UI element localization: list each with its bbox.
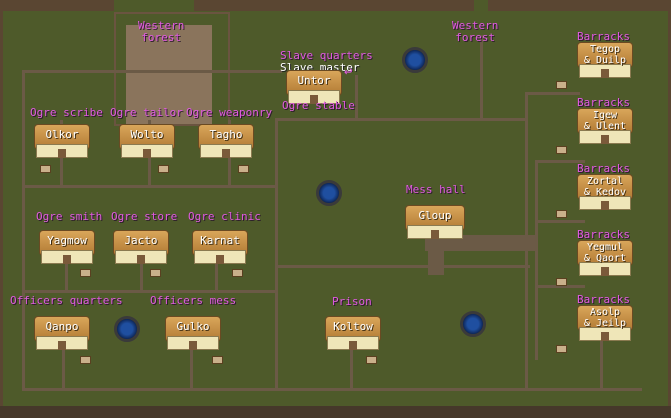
path	[355, 75, 358, 120]
gloup-name: Gloup	[418, 209, 452, 222]
path	[535, 220, 585, 223]
path	[190, 325, 193, 390]
sign-icon	[158, 165, 169, 173]
wolto-name: Wolto	[130, 128, 164, 141]
officers-quarters-label: Officers quarters	[10, 294, 123, 307]
sign-icon	[556, 278, 567, 286]
sign-icon	[212, 356, 223, 364]
sign-icon	[150, 269, 161, 277]
tagho-name: Tagho	[209, 128, 243, 141]
ogre-tailor-hut[interactable]: Wolto	[119, 124, 175, 158]
untor-name: Untor	[297, 74, 331, 87]
sign-icon	[238, 165, 249, 173]
ogre-scribe-hut[interactable]: Olkor	[34, 124, 90, 158]
path	[275, 118, 525, 121]
return-arrow-icon[interactable]: ↩	[344, 64, 353, 80]
jacto-name: Jacto	[124, 234, 158, 247]
path	[428, 235, 444, 275]
path	[535, 285, 585, 288]
path	[525, 92, 528, 388]
barracks-4-label: Barracks	[577, 228, 630, 241]
south-wall	[0, 406, 671, 418]
slave-quarters-hut[interactable]: Untor	[286, 70, 342, 104]
well-icon	[114, 316, 140, 342]
barracks-2-label: Barracks	[577, 96, 630, 109]
prison-hut[interactable]: Koltow	[325, 316, 381, 350]
officers-mess-label: Officers mess	[150, 294, 237, 307]
olkor-name: Olkor	[45, 128, 79, 141]
path	[275, 120, 278, 390]
path	[535, 160, 585, 163]
sign-icon	[40, 165, 51, 173]
north-gate-right[interactable]	[474, 0, 488, 12]
path	[275, 265, 530, 268]
barracks-1-label: Barracks	[577, 30, 630, 43]
well-icon	[316, 180, 342, 206]
ogre-smith-hut[interactable]: Yagmow	[39, 230, 95, 264]
sign-icon	[556, 81, 567, 89]
ogre-store-label: Ogre store	[111, 210, 178, 223]
barracks-3-label: Barracks	[577, 162, 630, 175]
koltow-name: Koltow	[333, 320, 373, 333]
western-forest-right-label[interactable]: Western forest	[452, 19, 499, 44]
ogre-stable-label: Ogre stable	[282, 99, 355, 112]
gulko-name: Gulko	[176, 320, 210, 333]
path	[480, 35, 483, 120]
barracks-2-hut[interactable]: Igew & Ulent	[577, 108, 633, 144]
sign-icon	[80, 269, 91, 277]
barracks-1-hut[interactable]: Tegop & Duilp	[577, 42, 633, 78]
path	[535, 160, 538, 360]
sign-icon	[556, 345, 567, 353]
ogre-tailor-label: Ogre tailor	[110, 106, 183, 119]
north-wall	[0, 0, 671, 9]
path	[22, 70, 25, 390]
path	[22, 388, 642, 391]
barracks-5-label: Barracks	[577, 293, 630, 306]
well-icon	[460, 311, 486, 337]
ogre-clinic-hut[interactable]: Karnat	[192, 230, 248, 264]
ogre-scribe-label: Ogre scribe	[30, 106, 103, 119]
barracks-3-hut[interactable]: Zortal & Kedov	[577, 174, 633, 210]
mess-hall-label: Mess hall	[406, 183, 466, 196]
barracks-4-occupants: Yegmul & Qaort	[583, 242, 627, 264]
path	[350, 330, 353, 390]
mess-hall-hut[interactable]: Gloup	[405, 205, 465, 239]
ogre-store-hut[interactable]: Jacto	[113, 230, 169, 264]
barracks-2-occupants: Igew & Ulent	[583, 110, 627, 132]
path	[600, 340, 603, 390]
officers-quarters-hut[interactable]: Qanpo	[34, 316, 90, 350]
barracks-4-hut[interactable]: Yegmul & Qaort	[577, 240, 633, 276]
sign-icon	[80, 356, 91, 364]
prison-label: Prison	[332, 295, 372, 308]
ogre-weaponry-hut[interactable]: Tagho	[198, 124, 254, 158]
well-icon	[402, 47, 428, 73]
sign-icon	[232, 269, 243, 277]
karnat-name: Karnat	[200, 234, 240, 247]
sign-icon	[366, 356, 377, 364]
barracks-5-occupants: Asolp & Jeilp	[583, 307, 627, 329]
officers-mess-hut[interactable]: Gulko	[165, 316, 221, 350]
western-forest-left-label[interactable]: Western forest	[138, 19, 185, 44]
sign-icon	[556, 210, 567, 218]
yagmow-name: Yagmow	[47, 234, 87, 247]
path	[525, 92, 580, 95]
path	[22, 290, 277, 293]
qanpo-name: Qanpo	[45, 320, 79, 333]
ogre-clinic-label: Ogre clinic	[188, 210, 261, 223]
path	[425, 235, 535, 251]
barracks-1-occupants: Tegop & Duilp	[583, 44, 627, 66]
ogre-weaponry-label: Ogre weaponry	[186, 106, 273, 119]
path	[62, 325, 65, 390]
path	[22, 185, 277, 188]
north-gate-left[interactable]	[114, 0, 194, 12]
sign-icon	[556, 146, 567, 154]
dirt-plaza	[126, 25, 212, 125]
slave-quarters-label: Slave quarters	[280, 49, 373, 62]
path	[22, 70, 282, 73]
ogre-smith-label: Ogre smith	[36, 210, 103, 223]
barracks-3-occupants: Zortal & Kedov	[583, 176, 627, 198]
barracks-5-hut[interactable]: Asolp & Jeilp	[577, 305, 633, 341]
